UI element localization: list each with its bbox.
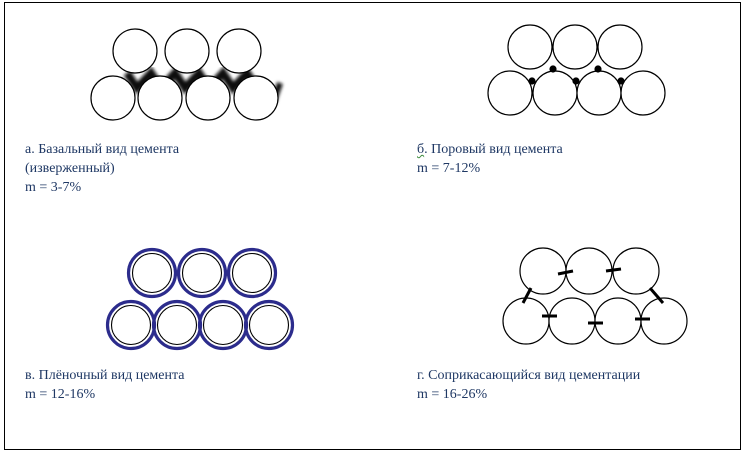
pore-cement-dot <box>594 65 602 73</box>
grain <box>612 247 660 295</box>
grain <box>137 75 183 121</box>
grain <box>181 252 223 294</box>
contact-bar <box>521 287 533 304</box>
grain <box>131 252 173 294</box>
grain <box>519 247 567 295</box>
grain <box>110 304 152 346</box>
pore-cement-dot <box>617 77 625 85</box>
film-coating <box>226 247 278 299</box>
film-cement-diagram <box>105 247 295 351</box>
pore-cement-diagram <box>487 24 666 116</box>
film-coating <box>176 247 228 299</box>
pore-cement-dot <box>572 77 580 85</box>
grain <box>594 297 642 345</box>
contact-porosity: m = 16-26% <box>417 387 488 402</box>
grain <box>487 70 533 116</box>
grain <box>248 304 290 346</box>
grain <box>597 24 643 70</box>
grain <box>216 28 262 74</box>
basal-label: а. Базальный вид цемента <box>25 142 180 157</box>
grain <box>164 28 210 74</box>
grain <box>112 28 158 74</box>
contact-bar <box>605 267 622 273</box>
grain <box>576 70 622 116</box>
grain <box>233 75 279 121</box>
grain <box>532 70 578 116</box>
grain <box>552 24 598 70</box>
grain <box>90 75 136 121</box>
grain <box>620 70 666 116</box>
grain <box>507 24 553 70</box>
contact-bar <box>557 269 574 276</box>
pore-label-prefix: б <box>417 142 425 157</box>
grain <box>640 297 688 345</box>
pore-cement-dot <box>528 77 536 85</box>
contact-label: г. Соприкасающийся вид цементации <box>417 368 641 383</box>
pore-label: . Поровый вид цемента <box>424 142 563 157</box>
contact-cement-diagram <box>502 247 688 345</box>
film-coating <box>126 247 178 299</box>
film-porosity: m = 12-16% <box>25 387 96 402</box>
grain <box>502 297 550 345</box>
film-coating <box>243 299 295 351</box>
grain <box>202 304 244 346</box>
basal-label-line2: (изверженный) <box>25 161 115 176</box>
basal-porosity: m = 3-7% <box>25 180 82 195</box>
pore-cement-dot <box>549 65 557 73</box>
contact-bar <box>648 287 665 304</box>
grain <box>156 304 198 346</box>
basal-cement-diagram <box>90 28 283 121</box>
pore-porosity: m = 7-12% <box>417 161 481 176</box>
grain <box>548 297 596 345</box>
film-label: в. Плёночный вид цемента <box>25 368 185 383</box>
grain <box>185 75 231 121</box>
grain <box>231 252 273 294</box>
diagram-frame: а. Базальный вид цемента (изверженный) m… <box>4 2 741 450</box>
